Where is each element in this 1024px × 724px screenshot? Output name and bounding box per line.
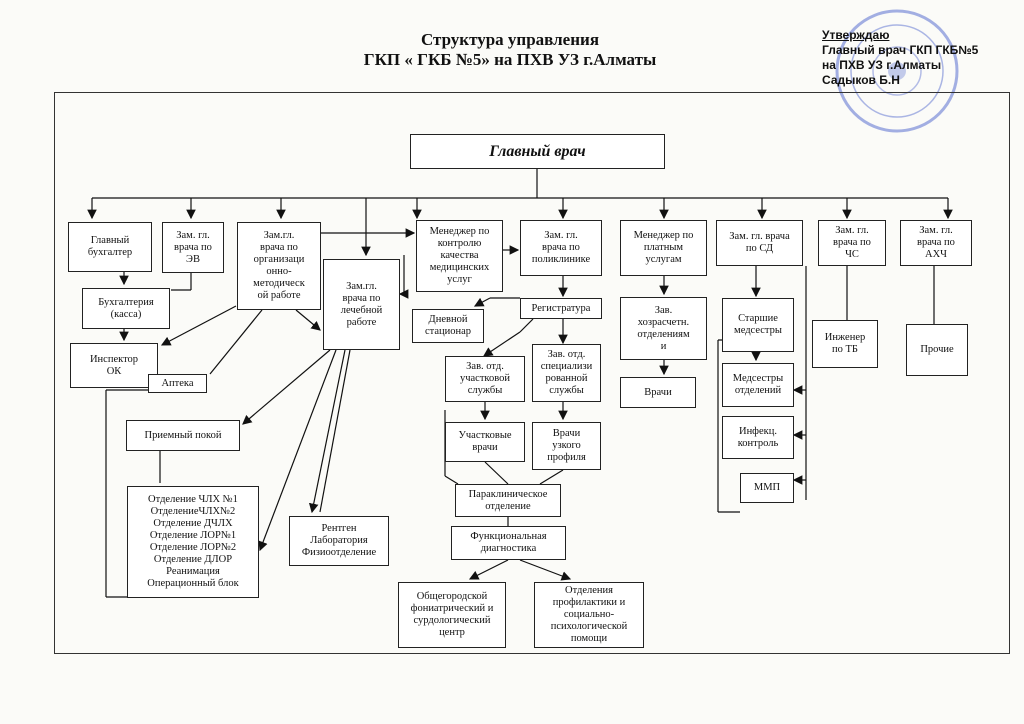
registry-box: Регистратура [520,298,602,319]
infection-control-box: Инфекц. контроль [722,416,794,459]
approval-line: Главный врач ГКП ГКБ№5 [822,43,979,57]
head-local-service-box: Зав. отд. участковой службы [445,356,525,402]
functional-diagnostics-box: Функциональная диагностика [451,526,566,560]
engineer-box: Инженер по ТБ [812,320,878,368]
reception-box: Приемный покой [126,420,240,451]
day-hospital-box: Дневной стационар [412,309,484,343]
self-financed-head-box: Зав. хозрасчетн. отделениям и [620,297,707,360]
phoniatric-center-box: Общегородской фониатрический и сурдологи… [398,582,506,648]
narrow-specialists-box: Врачи узкого профиля [532,422,601,470]
departments-box: Отделение ЧЛХ №1 ОтделениеЧЛХ№2 Отделени… [127,486,259,598]
pharmacy-box: Аптека [148,374,207,393]
deputy-chs-box: Зам. гл. врача по ЧС [818,220,886,266]
seal-stamp-icon [835,9,959,133]
approval-block: Утверждаю Главный врач ГКП ГКБ№5 на ПХВ … [822,28,978,88]
prevention-dept-box: Отделения профилактики и социально- псих… [534,582,644,648]
deputy-organizational-box: Зам.гл. врача по организаци онно- методи… [237,222,321,310]
paraclinical-box: Параклиническое отделение [455,484,561,517]
approval-signature: Садыков Б.Н [822,73,900,87]
dept-nurses-box: Медсестры отделений [722,363,794,407]
xray-lab-box: Рентген Лаборатория Физиоотделение [289,516,389,566]
chief-doctor-box: Главный врач [410,134,665,169]
approval-line: на ПХВ УЗ г.Алматы [822,58,942,72]
deputy-medical-box: Зам.гл. врача по лечебной работе [323,259,400,350]
deputy-polyclinic-box: Зам. гл. врача по поликлинике [520,220,602,276]
approval-line: Утверждаю [822,28,890,42]
other-box: Прочие [906,324,968,376]
inspector-box: Инспектор ОК [70,343,158,388]
head-specialized-service-box: Зав. отд. специализи рованной службы [532,344,601,402]
mmp-box: ММП [740,473,794,503]
quality-manager-box: Менеджер по контролю качества медицински… [416,220,503,292]
senior-nurses-box: Старшие медсестры [722,298,794,352]
chief-accountant-box: Главный бухгалтер [68,222,152,272]
local-doctors-box: Участковые врачи [445,422,525,462]
page-title-line1: Структура управления [420,30,600,49]
deputy-sd-box: Зам. гл. врача по СД [716,220,803,266]
deputy-ahch-box: Зам. гл. врача по АХЧ [900,220,972,266]
paid-services-manager-box: Менеджер по платным услугам [620,220,707,276]
doctors-box: Врачи [620,377,696,408]
accounting-box: Бухгалтерия (касса) [82,288,170,329]
deputy-ev-box: Зам. гл. врача по ЭВ [162,222,224,273]
page-title-line2: ГКП « ГКБ №5» на ПХВ УЗ г.Алматы [363,50,657,69]
diagram-frame [54,92,1010,654]
